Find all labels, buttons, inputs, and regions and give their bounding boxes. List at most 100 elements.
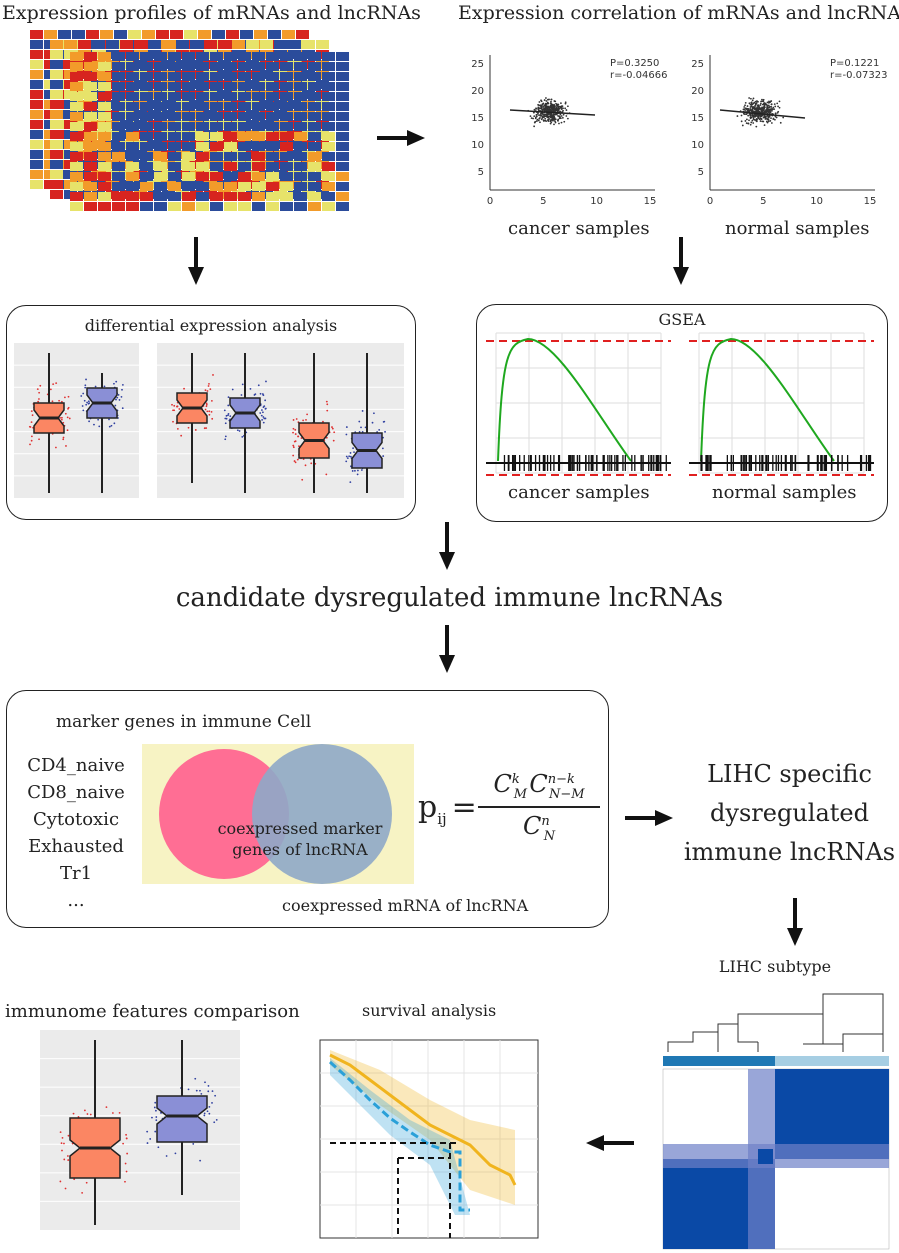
dea-title: differential expression analysis [84,316,338,335]
jitter-point [124,1180,126,1183]
enrichment-curve [497,337,632,462]
jitter-point [208,413,211,416]
heatmap-cell [50,40,63,49]
heatmap-cell [84,102,97,111]
jitter-point [325,436,328,439]
heatmap-cell [50,50,63,59]
heatmap-cell [252,132,265,141]
scatter-point [763,105,766,108]
heatmap-cell [142,30,155,39]
jitter-point [302,419,305,422]
scatter-point [562,107,564,110]
heatmap-cell [98,112,111,121]
heatmap-cell [84,62,97,71]
heatmap-cell [168,192,181,201]
heatmap-cell [336,112,349,121]
heatmap-cell [182,152,195,161]
heatmap-cell [196,132,209,141]
heatmap-cell [336,122,349,131]
heatmap-cell [70,92,83,101]
jitter-point [155,1109,157,1112]
jitter-point [118,399,121,401]
jitter-point [384,430,386,433]
heatmap-cell [336,182,349,191]
scatter-point [542,105,545,108]
heatmap-cell [168,92,181,101]
jitter-point [241,383,244,386]
jitter-point [61,1149,63,1152]
heatmap-cell [168,122,181,131]
scatter-point [766,121,769,124]
heatmap-cell [266,172,279,181]
arrow-down-icon [673,237,689,285]
jitter-point [295,418,298,420]
scatter-point [752,117,755,119]
scatter-point [538,117,541,120]
jitter-point [61,1136,64,1139]
marker-title: marker genes in immune Cell [56,712,312,732]
jitter-point [38,398,40,400]
heatmap-cell [126,52,139,61]
heatmap-cell [308,112,321,121]
gsea-normal-caption: normal samples [712,482,857,503]
panel-background [279,343,404,498]
jitter-point [204,1081,206,1084]
heatmap-cell [84,202,97,211]
heatmap-cell [280,82,293,91]
jitter-point [310,462,313,465]
jitter-point [39,384,42,387]
scatter-point [778,106,781,109]
heatmap-cell [140,102,153,111]
scatter-point [766,108,769,111]
heatmap-cell [308,102,321,111]
scatter-point [767,111,770,113]
scatter-point [537,112,539,115]
heatmap-cell [50,90,63,99]
heatmap-cell [70,152,83,161]
jitter-point [171,403,173,406]
heatmap-cell [134,40,147,49]
heatmap-cell [316,40,329,49]
jitter-point [174,1152,177,1155]
scatter-point [763,104,766,107]
heatmap-cell [98,132,111,141]
immune-cell-item: Exhausted [28,836,124,857]
heatmap-cell [98,142,111,151]
heatmap-cell [336,152,349,161]
scatter-point [744,101,747,104]
jitter-point [67,1134,70,1137]
scatter-point [547,118,550,121]
heatmap-cell [198,30,211,39]
heatmap-cell [266,152,279,161]
jitter-point [125,1133,127,1136]
heatmap-cell [182,82,195,91]
scatter-point [553,109,556,111]
heatmap-cell [154,182,167,191]
scatter-point [769,120,772,122]
scatter-point [769,101,772,103]
scatter-point [774,118,776,121]
scatter-point [555,102,557,105]
heatmap-cell [238,192,251,201]
jitter-point [224,438,227,441]
scatter-point [756,104,759,107]
jitter-point [225,414,228,417]
r-value-label: r=-0.07323 [830,70,887,81]
jitter-point [122,1142,124,1145]
heatmap-cell [70,62,83,71]
heatmap-cell [140,142,153,151]
scatter-point [564,107,567,110]
scatter-point [561,105,564,108]
heatmap-cell [126,172,139,181]
jitter-point [121,383,124,386]
y-tick-label: 25 [691,59,704,70]
heatmap-cell [252,112,265,121]
scatter-point [755,117,758,120]
heatmap-cell [266,192,279,201]
jitter-point [262,416,265,418]
scatter-point [772,106,775,109]
scatter-point [778,100,781,103]
jitter-point [231,388,234,391]
formula-fraction: CkM Cn−kN−M CnN [478,770,600,844]
scatter-point [556,104,559,107]
